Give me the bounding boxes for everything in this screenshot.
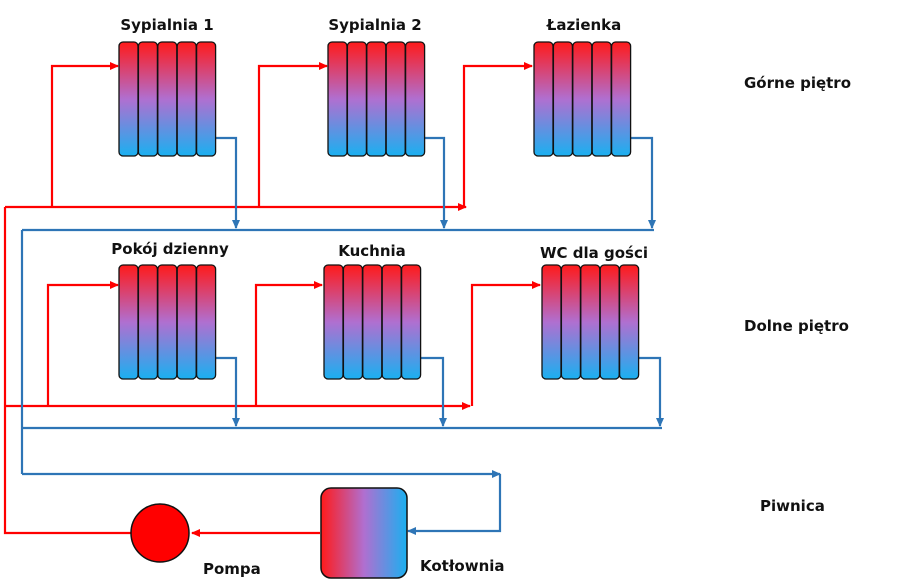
radiator-fin [610,41,632,157]
radiator-fin [400,264,422,380]
return-branch-sypialnia-1 [215,136,240,229]
radiator-wc-dla-gosci [541,264,640,380]
pump-label: Pompa [203,560,261,578]
radiator-sypialnia-2 [327,41,426,157]
radiator-fin [580,264,601,380]
floor-label-lower: Dolne piętro [744,317,849,335]
radiator-fin [381,264,402,380]
boiler-label: Kotłownia [420,557,505,575]
room-label-lazienka: Łazienka [546,16,622,34]
radiator-fin [366,41,387,157]
supply-branch-wc [470,281,541,406]
radiator-fin [137,41,159,157]
return-branch-lazienka [630,136,656,229]
radiator-sypialnia-1 [118,41,217,157]
room-label-wc-dla-gosci: WC dla gości [540,244,648,262]
supply-main-riser [3,207,148,535]
radiator-fin [118,41,139,157]
radiator-fin [118,264,139,380]
radiator-fin [362,264,383,380]
room-label-sypialnia-2: Sypialnia 2 [328,16,421,34]
return-to-boiler [407,474,502,535]
radiator-fin [533,41,554,157]
return-branch-wc [638,356,664,427]
radiator-fin [591,41,612,157]
supply-branch-sypialnia-2 [257,62,328,207]
radiator-fin [342,264,364,380]
supply-branch-sypialnia-1 [50,62,119,207]
pump-icon [130,503,190,563]
radiator-fin [560,264,582,380]
radiator-fin [541,264,562,380]
radiator-fin [327,41,348,157]
radiator-fin [195,41,217,157]
return-branch-pokoj-dzienny [215,356,240,427]
room-label-sypialnia-1: Sypialnia 1 [120,16,213,34]
radiator-kuchnia [323,264,422,380]
return-branch-kuchnia [420,356,447,427]
radiator-fin [176,264,197,380]
radiator-fin [385,41,406,157]
radiator-fin [195,264,217,380]
radiator-fin [137,264,159,380]
radiator-fin [552,41,574,157]
radiator-pokoj-dzienny [118,264,217,380]
return-pipes [20,136,664,535]
radiator-fin [157,41,178,157]
floor-label-basement: Piwnica [760,497,825,515]
radiator-fin [572,41,593,157]
room-label-kuchnia: Kuchnia [338,242,406,260]
return-branch-sypialnia-2 [424,136,448,229]
radiator-fin [618,264,640,380]
supply-branch-lazienka [462,62,533,207]
supply-branch-kuchnia [254,281,323,406]
supply-pipes [3,62,541,537]
radiator-fin [404,41,426,157]
supply-branch-pokoj-dzienny [46,281,119,406]
radiator-fin [157,264,178,380]
radiator-fin [346,41,368,157]
room-label-pokoj-dzienny: Pokój dzienny [111,240,229,258]
radiator-fin [599,264,620,380]
floor-label-upper: Górne piętro [744,74,851,92]
boiler-icon [320,487,408,579]
radiator-fin [323,264,344,380]
radiator-fin [176,41,197,157]
radiator-lazienka [533,41,632,157]
